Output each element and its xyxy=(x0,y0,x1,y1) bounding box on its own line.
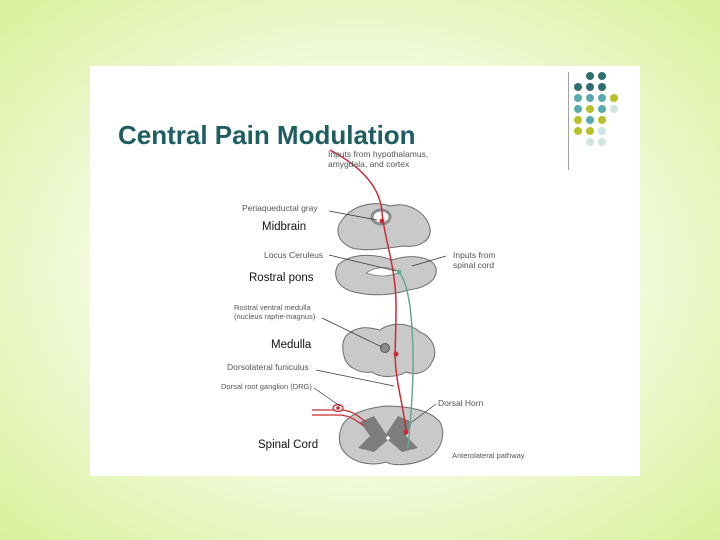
decorative-dot-grid xyxy=(574,72,634,162)
central-canal xyxy=(386,436,390,440)
decorative-dot xyxy=(574,127,582,135)
decorative-dot xyxy=(586,94,594,102)
drg-label: Dorsal root ganglion (DRG) xyxy=(221,382,312,391)
ascending-anterolateral-pathway xyxy=(398,271,414,449)
inputs-spinal-line-2: spinal cord xyxy=(453,260,494,270)
decorative-dot xyxy=(574,83,582,91)
decorative-dot xyxy=(610,105,618,113)
decorative-dot xyxy=(574,94,582,102)
decorative-dot xyxy=(598,116,606,124)
rvm-label: Rostral ventral medulla (nucleus raphe-m… xyxy=(234,303,316,321)
pag-neuron xyxy=(379,218,385,224)
rvm-line-2: (nucleus raphe-magnus) xyxy=(234,312,316,321)
spinal-gray-matter xyxy=(358,416,418,452)
raphe-nucleus-marker xyxy=(380,343,390,353)
decorative-dot xyxy=(574,116,582,124)
decorative-dot xyxy=(598,83,606,91)
decorative-dot xyxy=(586,116,594,124)
locus-ceruleus-marker xyxy=(396,269,402,275)
anterolateral-pathway-label: Anterolateral pathway xyxy=(452,451,525,460)
decorative-dot xyxy=(598,94,606,102)
dorsolateral-funiculus-label: Dorsolateral funiculus xyxy=(227,362,309,372)
periaqueductal-gray-ring xyxy=(370,208,392,226)
decorative-dot xyxy=(574,105,582,113)
decorative-dot xyxy=(586,72,594,80)
pain-modulation-diagram: Inputs from hypothalamus, amygdala, and … xyxy=(221,149,525,466)
midbrain-label: Midbrain xyxy=(262,221,306,233)
locus-ceruleus-label: Locus Ceruleus xyxy=(264,250,323,260)
periaqueductal-label: Periaqueductal gray xyxy=(242,203,318,213)
spinal-cord-label: Spinal Cord xyxy=(258,439,318,451)
decorative-divider xyxy=(568,72,569,170)
inputs-top-line-1: Inputs from hypothalamus, xyxy=(328,149,428,159)
inputs-spinal-line-1: Inputs from xyxy=(453,250,496,260)
decorative-dot xyxy=(598,72,606,80)
rvm-line-1: Rostral ventral medulla xyxy=(234,303,312,312)
decorative-dot xyxy=(610,94,618,102)
decorative-dot xyxy=(586,127,594,135)
decorative-dot xyxy=(586,105,594,113)
decorative-dot xyxy=(586,83,594,91)
drg-cell xyxy=(336,406,340,410)
rostral-pons-label: Rostral pons xyxy=(249,272,314,284)
rvm-neuron xyxy=(393,351,399,357)
inputs-top-label: Inputs from hypothalamus, amygdala, and … xyxy=(328,149,431,169)
decorative-dot xyxy=(598,105,606,113)
decorative-dot xyxy=(586,138,594,146)
dorsal-horn-neuron xyxy=(403,429,409,435)
inputs-spinal-label: Inputs from spinal cord xyxy=(453,250,498,270)
decorative-dot xyxy=(598,127,606,135)
dorsal-horn-label: Dorsal Horn xyxy=(438,398,484,408)
slide-title: Central Pain Modulation xyxy=(118,120,416,150)
inputs-top-line-2: amygdala, and cortex xyxy=(328,159,410,169)
descending-pathway xyxy=(329,149,407,433)
slide: Central Pain Modulation xyxy=(90,66,640,476)
medulla-label: Medulla xyxy=(271,339,312,351)
decorative-dot xyxy=(598,138,606,146)
